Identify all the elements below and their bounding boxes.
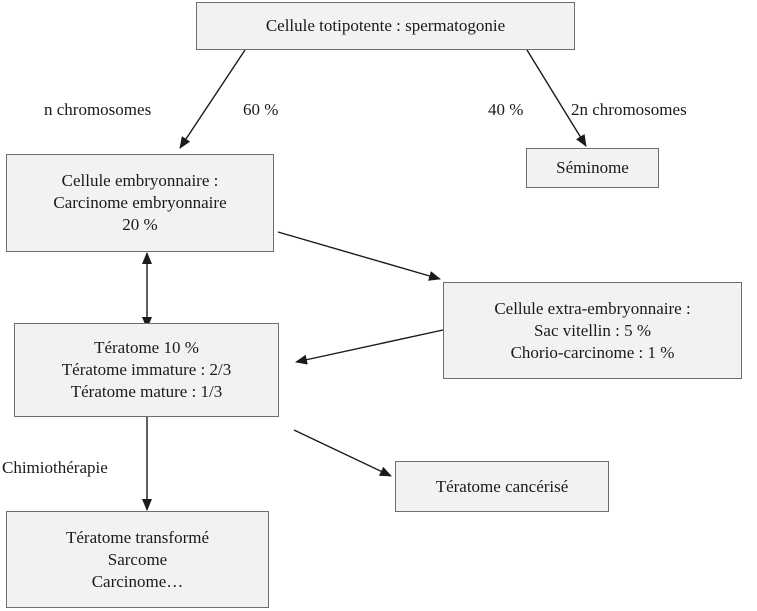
box-totipotent-cell: Cellule totipotente : spermatogonie xyxy=(196,2,575,50)
box-teratoma: Tératome 10 % Tératome immature : 2/3 Té… xyxy=(14,323,279,417)
box-seminoma: Séminome xyxy=(526,148,659,188)
arrow-extra-embryonic-to-teratoma xyxy=(295,329,444,365)
label-40-percent: 40 % xyxy=(488,100,524,119)
box-line: Tératome immature : 2/3 xyxy=(61,360,232,379)
box-line: Cellule embryonnaire : xyxy=(61,171,219,190)
box-line: Cellule totipotente : spermatogonie xyxy=(265,16,506,35)
box-line: Sac vitellin : 5 % xyxy=(533,320,652,340)
box-line: Chorio-carcinome : 1 % xyxy=(510,342,675,362)
arrow-totipotent-to-seminoma xyxy=(526,49,587,147)
label-2n-chromosomes: 2n chromosomes xyxy=(571,100,687,119)
box-line: 20 % xyxy=(122,215,158,234)
box-cancerized-teratoma: Tératome cancérisé xyxy=(395,461,609,512)
arrow-embryonic-to-extra-embryonic xyxy=(277,231,441,281)
box-line: Tératome 10 % xyxy=(94,338,199,357)
label-n-chromosomes: n chromosomes xyxy=(44,100,152,119)
box-transformed-teratoma: Tératome transformé Sarcome Carcinome… xyxy=(6,511,269,608)
arrow-totipotent-to-embryonic xyxy=(179,49,246,149)
box-line: Tératome transformé xyxy=(65,527,209,547)
box-line: Tératome cancérisé xyxy=(435,476,569,496)
box-line: Carcinome embryonnaire xyxy=(53,193,227,212)
label-chemotherapy: Chimiothérapie xyxy=(2,458,108,477)
box-line: Tératome mature : 1/3 xyxy=(70,382,223,401)
label-60-percent: 60 % xyxy=(243,100,279,119)
box-line: Carcinome… xyxy=(91,571,184,591)
box-embryonic-cell: Cellule embryonnaire : Carcinome embryon… xyxy=(6,154,274,252)
arrow-teratoma-to-cancerized xyxy=(293,429,392,477)
box-line: Cellule extra-embryonnaire : xyxy=(494,298,691,318)
box-line: Sarcome xyxy=(107,549,168,569)
box-line: Séminome xyxy=(556,158,629,177)
box-extra-embryonic-cell: Cellule extra-embryonnaire : Sac vitelli… xyxy=(443,282,742,379)
